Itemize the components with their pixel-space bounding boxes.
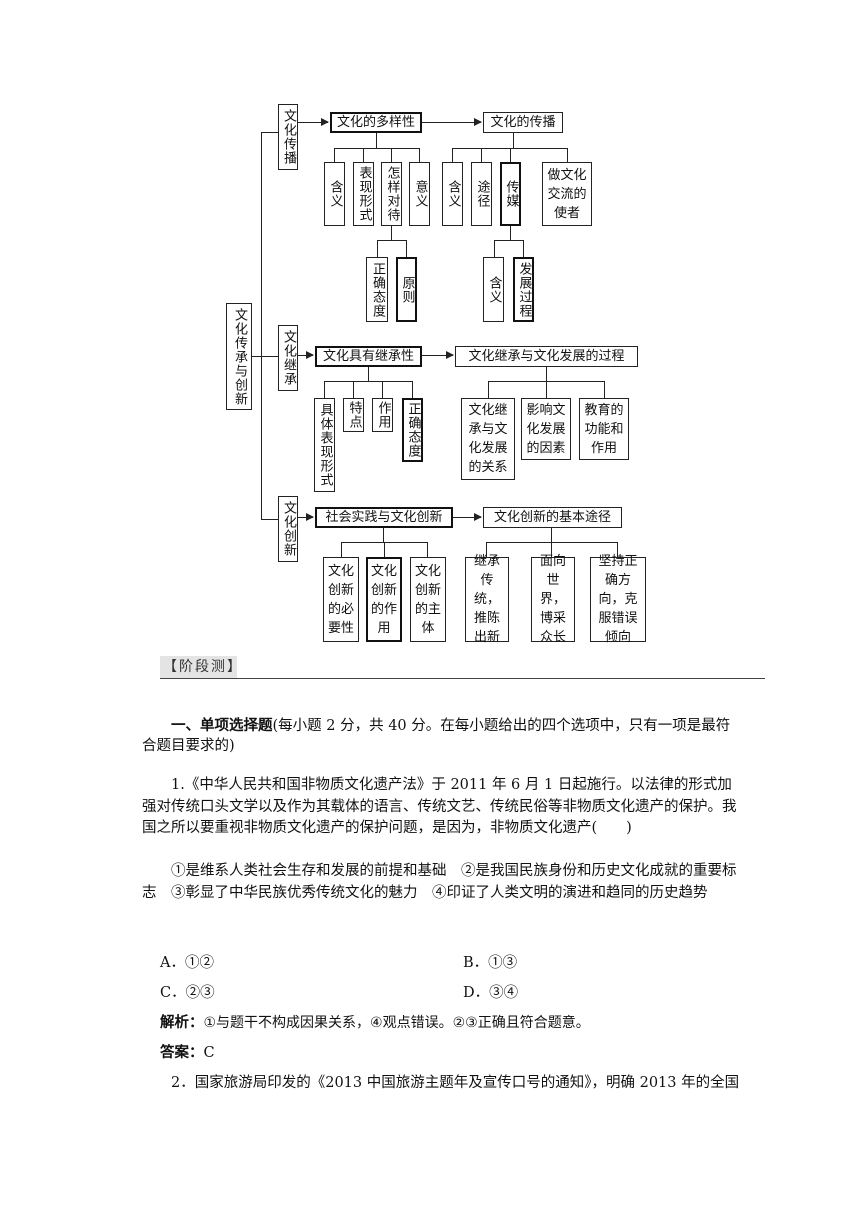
section-heading-title: 一、单项选择题: [171, 718, 273, 734]
root-node: 文化传承与创新: [226, 303, 252, 410]
node-meaning-1: 含义: [324, 162, 345, 226]
node-features: 特点: [343, 398, 364, 432]
question-1-analysis: 解析：①与题干不构成因果关系，④观点错误。②③正确且符合题意。: [160, 1013, 750, 1033]
question-1-statements: ①是维系人类社会生存和发展的前提和基础 ②是我国民族身份和历史文化成就的重要标志…: [142, 863, 737, 901]
node-way-direction: 坚持正确方向，克服错误倾向: [590, 554, 646, 645]
node-process: 文化继承与文化发展的过程: [455, 346, 638, 367]
node-culture-spread: 文化传播: [278, 104, 298, 170]
node-meaning-2: 含义: [442, 162, 463, 226]
node-correct-attitude-2: 正确态度: [402, 398, 423, 462]
node-principle: 原则: [396, 257, 417, 322]
question-1-answer: 答案：C: [160, 1043, 750, 1063]
question-2-stem: 2．国家旅游局印发的《2013 中国旅游主题年及宣传口号的通知》，明确 2013…: [171, 1075, 740, 1091]
node-media: 传媒: [500, 162, 521, 226]
option-b[interactable]: B．①③: [463, 955, 518, 971]
node-practice: 社会实践与文化创新: [315, 507, 453, 528]
stage-test-tag: 【阶段测】: [160, 656, 241, 678]
node-meaning-3: 含义: [483, 257, 504, 322]
option-a[interactable]: A．①②: [160, 955, 214, 971]
analysis-label: 解析：: [160, 1015, 204, 1031]
section-heading-note: (每小题 2 分，共 40 分。在每小题给出的四个选项中，只有一项是最符合题目要…: [142, 718, 731, 754]
node-basic-ways: 文化创新的基本途径: [483, 507, 622, 528]
answer-label: 答案：: [160, 1045, 204, 1061]
node-forms: 表现形式: [353, 162, 374, 226]
question-1-stem: 1.《中华人民共和国非物质文化遗产法》于 2011 年 6 月 1 日起施行。以…: [142, 777, 737, 836]
answer-value: C: [203, 1045, 215, 1061]
analysis-text: ①与题干不构成因果关系，④观点错误。②③正确且符合题意。: [203, 1015, 590, 1031]
option-c[interactable]: C．②③: [160, 985, 215, 1001]
node-significance: 意义: [409, 162, 430, 226]
node-correct-attitude-1: 正确态度: [366, 257, 388, 322]
node-diversity: 文化的多样性: [330, 112, 422, 133]
node-channels: 途径: [471, 162, 492, 226]
node-how-treat: 怎样对待: [381, 162, 402, 226]
node-role-1: 作用: [372, 398, 393, 432]
node-culture-inherit: 文化继承: [278, 325, 298, 391]
node-way-tradition: 继承传统，推陈出新: [465, 554, 509, 645]
spine-line: [261, 132, 262, 520]
node-cultural-envoy: 做文化交流的使者: [542, 162, 592, 226]
node-relation: 文化继承与文化发展的关系: [461, 398, 515, 480]
section-heading: 一、单项选择题(每小题 2 分，共 40 分。在每小题给出的四个选项中，只有一项…: [142, 716, 742, 756]
node-necessity: 文化创新的必要性: [323, 557, 359, 642]
option-d[interactable]: D．③④: [463, 985, 519, 1001]
node-factors: 影响文化发展的因素: [521, 398, 571, 460]
node-spread: 文化的传播: [483, 112, 563, 133]
node-culture-innovate: 文化创新: [278, 496, 298, 562]
node-role-2: 文化创新的作用: [366, 557, 402, 642]
node-inheritance: 文化具有继承性: [315, 346, 422, 367]
node-way-world: 面向世界，博采众长: [531, 554, 575, 645]
node-development: 发展过程: [513, 257, 534, 322]
node-subject: 文化创新的主体: [410, 557, 446, 642]
node-specific-forms: 具体表现形式: [314, 398, 335, 492]
root-connector: [252, 356, 261, 357]
node-education: 教育的功能和作用: [579, 398, 629, 460]
section-divider: [160, 678, 765, 679]
